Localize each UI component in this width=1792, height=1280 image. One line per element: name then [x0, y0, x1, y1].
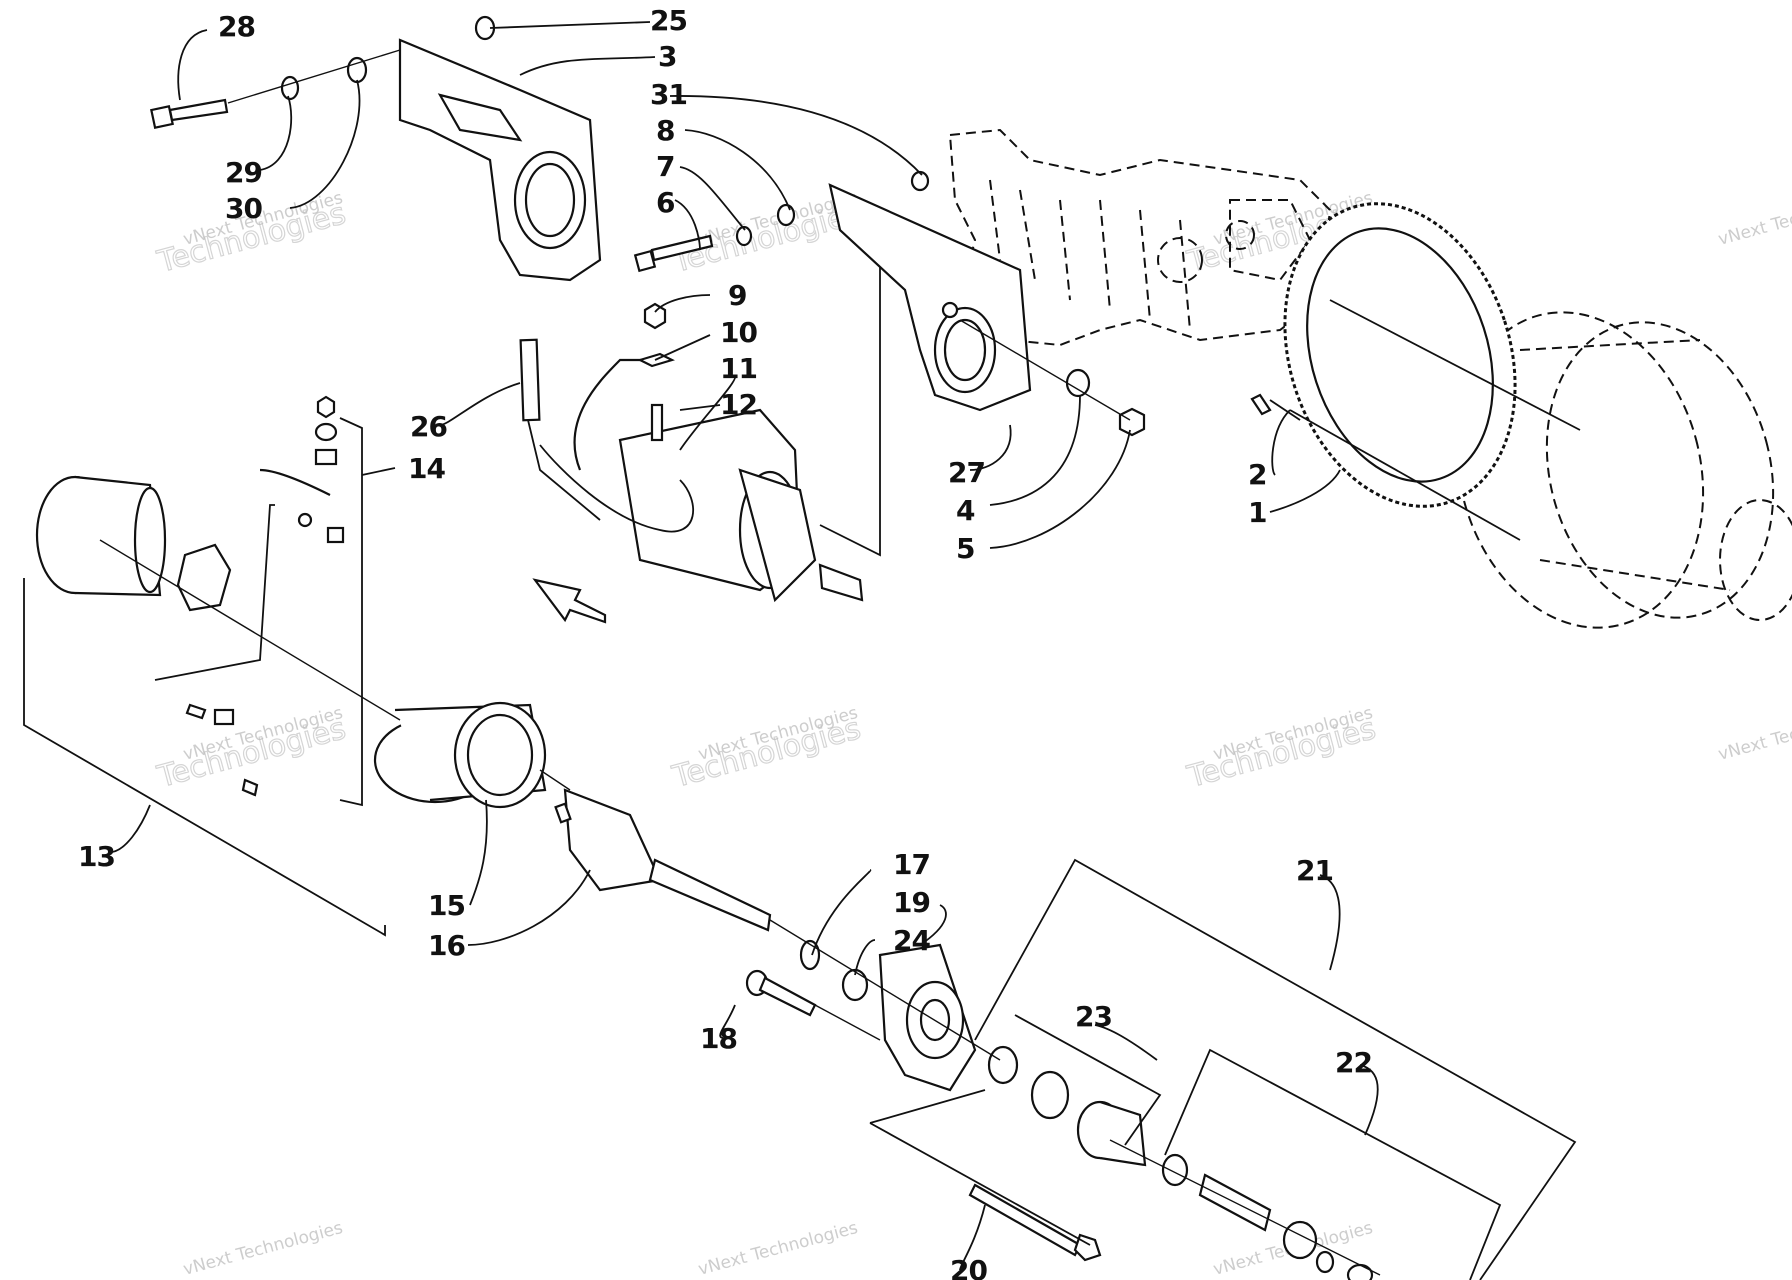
brush [213, 708, 235, 726]
brush-spring [297, 512, 313, 528]
watermark-text: vNext Technologies [181, 1218, 345, 1280]
callout-3: 3 [658, 40, 676, 73]
washer-31 [910, 170, 930, 192]
brush-spring-lower [185, 703, 207, 720]
direction-arrow [532, 578, 607, 624]
callout-15: 15 [428, 889, 465, 922]
front-housing-19 [878, 943, 977, 1092]
screw [241, 778, 259, 797]
callout-4: 4 [956, 494, 975, 527]
mounting-bracket-27 [828, 183, 1032, 412]
nut-9 [643, 302, 667, 330]
washer-4 [1065, 368, 1091, 398]
pinion-stop-22 [1346, 1263, 1374, 1280]
starter-motor-assembled [539, 358, 864, 603]
ring-22 [1315, 1250, 1335, 1274]
nut-14 [316, 395, 336, 419]
terminal-stud-12 [650, 403, 664, 442]
nut-5 [1118, 407, 1146, 437]
callout-21: 21 [1296, 854, 1333, 887]
callout-25: 25 [650, 4, 687, 37]
callout-6: 6 [656, 186, 674, 219]
group-brackets [23, 267, 1577, 1280]
thrust-washer-23 [1030, 1070, 1070, 1120]
watermark-text: vNext Technologies [696, 1218, 860, 1280]
callout-7: 7 [656, 150, 674, 183]
bolt-6 [633, 234, 714, 273]
callout-20: 20 [950, 1254, 987, 1280]
callout-1: 1 [1248, 496, 1266, 529]
callout-18: 18 [700, 1022, 737, 1055]
watermark-text: vNext Technologies [1716, 703, 1792, 765]
bolt-28 [150, 98, 229, 129]
callout-11: 11 [720, 352, 757, 385]
pinion-gear-23 [1076, 1100, 1147, 1167]
washer-23 [987, 1045, 1019, 1085]
leader-lines [111, 21, 1379, 1271]
through-bolt-18 [745, 969, 817, 1017]
axis-lines [99, 539, 1381, 1276]
callout-23: 23 [1075, 1000, 1112, 1033]
mounting-bracket-3 [398, 38, 602, 282]
washer-24 [841, 968, 869, 1002]
callout-8: 8 [656, 114, 674, 147]
through-bolt-20 [968, 1183, 1102, 1262]
callout-30: 30 [225, 192, 262, 225]
insulator-14 [314, 448, 338, 466]
drive-housing-outline [1455, 311, 1792, 629]
callout-28: 28 [218, 10, 255, 43]
terminal-lug [326, 526, 345, 544]
field-yoke-15 [373, 701, 547, 809]
callout-19: 19 [893, 886, 930, 919]
callout-2: 2 [1248, 458, 1266, 491]
callout-5: 5 [956, 532, 974, 565]
callout-16: 16 [428, 929, 465, 962]
armature-16 [554, 788, 772, 932]
collar-22 [1161, 1153, 1189, 1187]
callout-17: 17 [893, 848, 930, 881]
callout-26: 26 [410, 410, 447, 443]
callout-10: 10 [720, 316, 757, 349]
callout-13: 13 [78, 840, 115, 873]
callout-9: 9 [728, 279, 746, 312]
callout-22: 22 [1335, 1046, 1372, 1079]
callout-14: 14 [408, 452, 445, 485]
washer-8 [776, 203, 796, 227]
rear-end-cap [35, 475, 167, 597]
callout-29: 29 [225, 156, 262, 189]
terminal-14 [259, 468, 331, 496]
callout-31: 31 [650, 78, 687, 111]
washer-14 [314, 422, 338, 442]
washer-29 [280, 75, 300, 101]
watermark-text: vNext Technologies [1716, 188, 1792, 250]
callout-12: 12 [720, 388, 757, 421]
brush-holder [176, 543, 232, 612]
callout-numbers: 28 25 3 31 8 7 6 29 30 9 10 11 12 26 14 … [78, 4, 1373, 1280]
bolt-2 [1250, 393, 1301, 421]
washer-7 [735, 225, 753, 247]
ring-gear [1283, 202, 1581, 541]
callout-24: 24 [893, 924, 930, 957]
terminal-boot-26 [519, 338, 541, 422]
callout-27: 27 [948, 456, 985, 489]
